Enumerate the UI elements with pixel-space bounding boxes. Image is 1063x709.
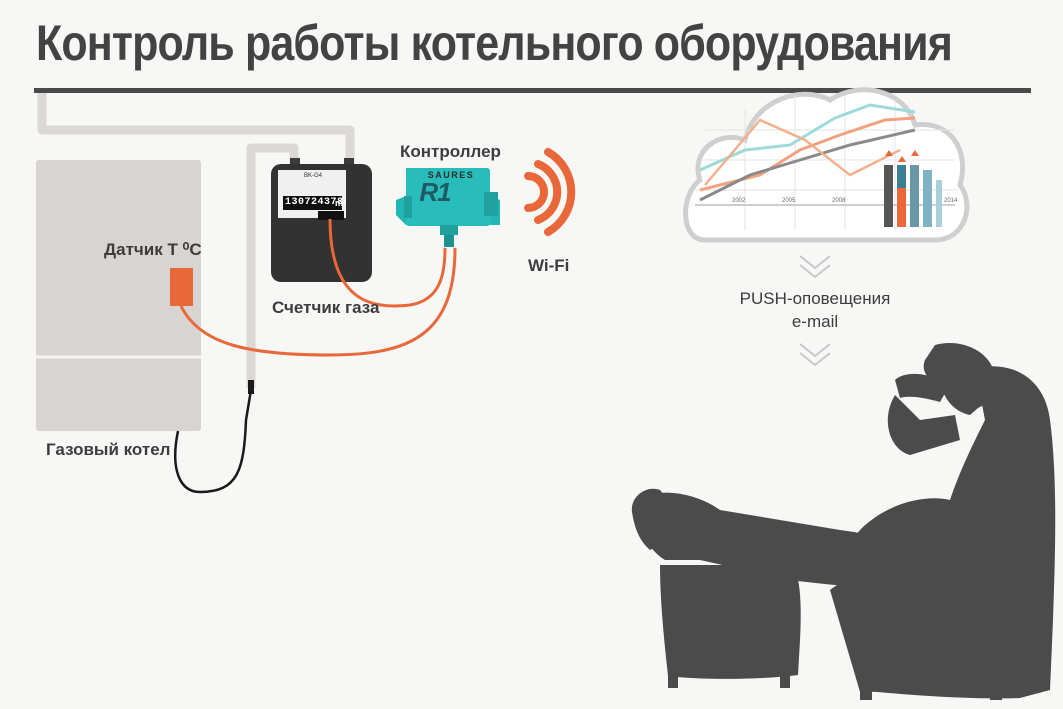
chart-year: 2014 [944,198,958,204]
title-underline [34,88,1031,93]
sensor-label: Датчик Т ⁰С [104,240,202,259]
meter-reading: 130724378 [283,196,344,210]
meter-label: Счетчик газа [272,298,380,317]
chevron-down-icon [799,343,831,367]
wifi-label: Wi-Fi [528,256,570,275]
controller-model: R1 [419,177,451,207]
sensor-black-cable [174,389,253,494]
gas-meter [271,158,372,282]
meter-model: BK-G4 [304,173,323,179]
chart-year: 2008 [832,198,846,204]
orange-cables [179,218,457,357]
pipe-clamp [248,380,254,394]
cloud-icon [683,87,970,243]
wifi-icon [524,148,576,236]
page-title: Контроль работы котельного оборудования [36,15,953,71]
chevron-down-icon [799,255,831,279]
gas-boiler [36,160,201,431]
chart-year: 2002 [732,198,746,204]
boiler-label: Газовый котел [46,440,171,459]
controller-brand: SAURES [427,170,475,180]
push-label: PUSH-оповещения [739,289,891,308]
saures-controller [396,168,500,247]
meter-unit: m³ [335,198,346,208]
temperature-sensor [170,268,193,306]
controller-label: Контроллер [400,142,501,161]
email-label: e-mail [791,312,839,331]
person-in-armchair-icon [631,343,1056,700]
chart-year: 2005 [782,198,796,204]
